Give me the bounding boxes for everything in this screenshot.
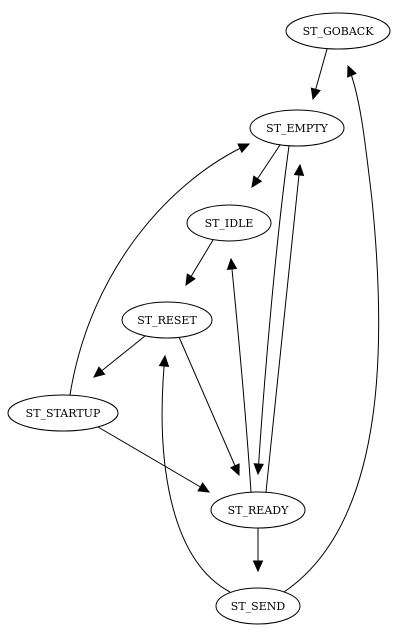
edge-ready-to-send <box>252 528 264 573</box>
arrowhead-icon <box>229 463 240 477</box>
edge-line <box>69 143 250 396</box>
arrowhead-icon <box>310 87 321 101</box>
node-label: ST_GOBACK <box>303 25 375 38</box>
edge-ready-to-empty <box>265 163 305 493</box>
node-label: ST_STARTUP <box>26 407 101 420</box>
arrowhead-icon <box>252 560 264 573</box>
node-st-idle: ST_IDLE <box>186 204 272 242</box>
edge-line <box>161 355 231 593</box>
arrowhead-icon <box>158 354 170 367</box>
arrowhead-icon <box>293 163 305 176</box>
arrowhead-icon <box>347 64 357 78</box>
arrowhead-icon <box>253 463 264 476</box>
edge-idle-to-reset <box>185 239 214 287</box>
edge-send-to-reset <box>158 354 231 593</box>
arrowhead-icon <box>237 143 251 154</box>
edge-line <box>265 164 301 493</box>
edge-startup-to-ready <box>97 426 211 493</box>
edge-line <box>97 426 210 493</box>
node-label: ST_SEND <box>231 600 286 613</box>
nodes-layer: ST_GOBACK ST_EMPTY ST_IDLE ST_RESET ST_S… <box>7 12 391 625</box>
node-st-startup: ST_STARTUP <box>7 394 119 432</box>
node-st-ready: ST_READY <box>210 491 306 529</box>
arrowhead-icon <box>226 257 238 270</box>
edge-ready-to-idle <box>226 257 252 493</box>
edge-line <box>257 145 290 475</box>
node-label: ST_EMPTY <box>266 122 328 135</box>
arrowhead-icon <box>185 273 196 287</box>
edge-goback-to-empty <box>310 48 328 101</box>
edge-reset-to-startup <box>93 335 146 378</box>
arrowhead-icon <box>197 482 211 493</box>
node-label: ST_IDLE <box>205 217 254 230</box>
node-st-reset: ST_RESET <box>121 301 213 339</box>
edge-line <box>178 336 240 476</box>
edge-line <box>93 335 146 378</box>
arrowhead-icon <box>93 366 106 378</box>
edge-empty-to-ready <box>253 145 290 476</box>
edge-send-to-goback <box>283 64 380 593</box>
edge-line <box>230 258 252 493</box>
node-label: ST_READY <box>228 504 289 517</box>
edge-line <box>283 65 380 593</box>
node-st-empty: ST_EMPTY <box>249 109 345 147</box>
edge-reset-to-ready <box>178 336 240 477</box>
node-st-goback: ST_GOBACK <box>285 12 391 50</box>
node-st-send: ST_SEND <box>215 587 301 625</box>
node-label: ST_RESET <box>137 314 197 327</box>
arrowhead-icon <box>251 175 263 189</box>
edge-empty-to-idle <box>251 144 281 189</box>
edges-layer <box>69 48 380 593</box>
edge-startup-to-empty <box>69 143 251 396</box>
